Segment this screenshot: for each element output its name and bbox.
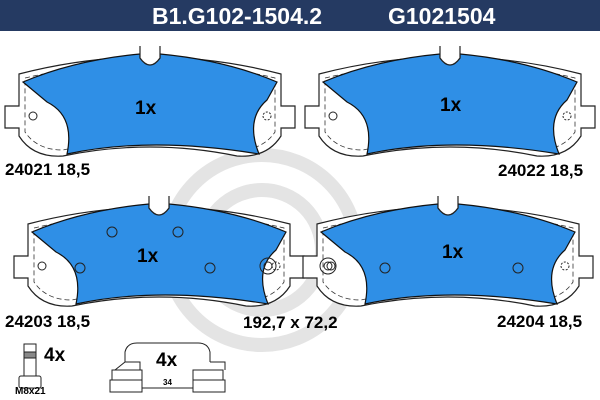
bolt-size: M8x21 xyxy=(15,386,46,397)
clip-dimension: 34 xyxy=(163,378,172,387)
part-number: B1.G102-1504.2 xyxy=(152,3,323,29)
pad-label: 24022 18,5 xyxy=(498,161,584,180)
pad-label: 24021 18,5 xyxy=(5,160,91,179)
pad-quantity: 1x xyxy=(440,95,462,116)
product-code: G1021504 xyxy=(388,3,496,29)
bolt-quantity: 4x xyxy=(44,345,66,366)
sensor-hole-icons xyxy=(74,226,524,275)
bolt-icon xyxy=(18,343,42,389)
pad-24203 xyxy=(13,195,305,307)
pad-dimensions: 192,7 x 72,2 xyxy=(243,313,338,332)
pad-quantity: 1x xyxy=(442,242,464,263)
header-bar: B1.G102-1504.2 G1021504 xyxy=(0,0,600,31)
pad-quantity: 1x xyxy=(137,246,159,267)
pad-label: 24203 18,5 xyxy=(5,312,91,331)
pad-label: 24204 18,5 xyxy=(497,312,583,331)
pad-quantity: 1x xyxy=(135,98,157,119)
clip-quantity: 4x xyxy=(156,350,178,371)
retaining-clip-icon xyxy=(109,342,226,393)
